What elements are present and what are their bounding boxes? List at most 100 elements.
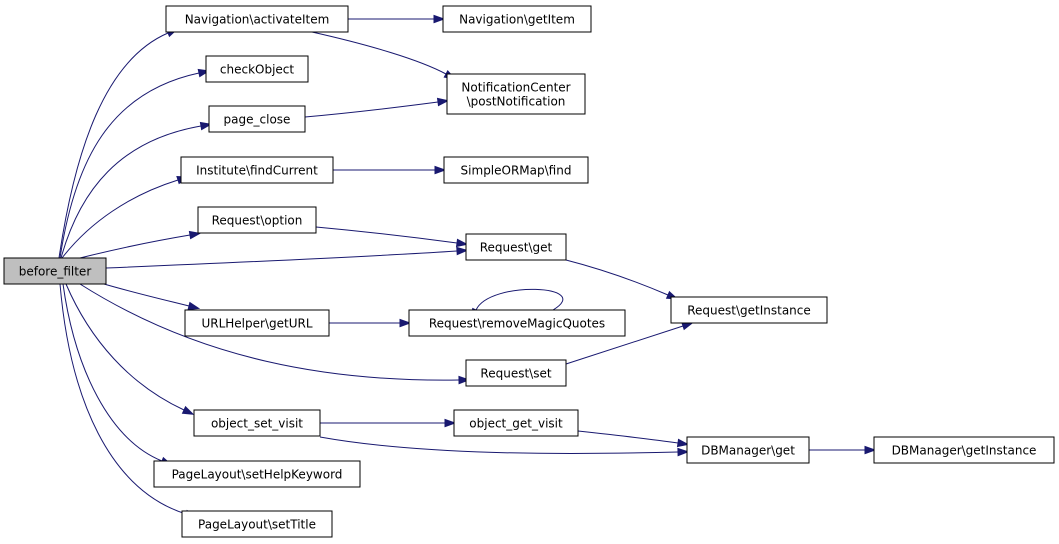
node-before-filter[interactable]: before_filter [3,257,107,285]
node-db-getinstance[interactable]: DBManager\getInstance [873,436,1055,464]
node-label: PageLayout\setHelpKeyword [172,468,343,482]
edge-line [315,226,458,244]
node-label: URLHelper\getURL [201,317,312,331]
node-label: DBManager\get [701,444,795,458]
edge-nav_activate-to-nav_getitem [348,14,446,24]
node-url-geturl[interactable]: URLHelper\getURL [184,309,330,337]
node-orm-find[interactable]: SimpleORMap\find [443,156,589,184]
node-req-set[interactable]: Request\set [465,359,567,387]
edge-before_filter-to-req_set [79,283,471,385]
edge-arrowhead [199,121,213,131]
node-label: Request\getInstance [687,304,811,318]
edge-inst_findcurrent-to-orm_find [333,165,447,175]
node-check-object[interactable]: checkObject [205,55,309,83]
node-box [208,105,306,133]
node-box [873,436,1055,464]
edge-obj_set_visit-to-obj_get_visit [320,418,457,428]
edge-arrowhead [399,318,412,328]
node-db-get[interactable]: DBManager\get [686,436,810,464]
node-box [670,296,828,324]
node-obj-get-visit[interactable]: object_get_visit [453,409,579,437]
node-inst-findcurrent[interactable]: Institute\findCurrent [180,156,334,184]
node-page-close[interactable]: page_close [208,105,306,133]
edge-arrowhead [458,375,471,385]
node-label: NotificationCenter [461,81,570,95]
node-label: Navigation\activateItem [185,13,330,27]
edge-before_filter-to-obj_set_visit [65,283,195,415]
node-box [153,460,361,488]
node-notif-center[interactable]: NotificationCenter\postNotification [446,73,586,115]
node-box [165,5,349,33]
node-req-get[interactable]: Request\get [465,233,567,261]
edge-arrowhead [864,445,877,455]
edge-arrowhead [676,438,690,448]
node-label: Request\option [212,214,303,228]
edge-arrowhead [187,301,201,311]
edge-before_filter-to-url_geturl [103,283,201,311]
edge-line [65,283,185,411]
node-box [443,156,589,184]
edge-before_filter-to-inst_findcurrent [61,176,189,259]
edge-line [565,325,684,365]
edge-line [60,125,202,259]
edge-req_set-to-req_getinstance [565,322,694,365]
node-label: Request\removeMagicQuotes [429,317,605,331]
edge-obj_set_visit-to-db_get [319,436,690,457]
node-label: \postNotification [467,95,566,109]
node-req-option[interactable]: Request\option [197,206,317,234]
edge-arrowhead [433,14,446,24]
edge-line [58,32,169,259]
edge-db_get-to-db_getinstance [809,445,877,455]
edge-line [79,234,191,259]
edge-url_geturl-to-req_removemagic [329,318,412,328]
edge-arrowhead [681,322,694,331]
node-box [181,510,333,538]
edge-arrowhead [181,405,195,415]
node-label: Request\set [480,367,551,381]
node-box [446,73,586,115]
edge-line [59,283,187,515]
nodes-layer: before_filter Navigation\activateItem Navi… [3,5,1055,538]
node-req-getinstance[interactable]: Request\getInstance [670,296,828,324]
node-pl-helpkeyword[interactable]: PageLayout\setHelpKeyword [153,460,361,488]
edge-line [577,430,679,444]
node-box [193,409,321,437]
edge-line [103,283,190,307]
node-box [184,309,330,337]
node-box [180,156,334,184]
edge-arrowhead [444,418,457,428]
edge-arrowhead [434,165,447,175]
node-label: DBManager\getInstance [892,444,1037,458]
edge-before_filter-to-req_option [79,230,202,259]
edge-arrowhead [677,447,690,457]
node-label: object_get_visit [469,417,563,431]
edge-line [59,72,200,259]
node-req-removemagic[interactable]: Request\removeMagicQuotes [408,309,626,337]
edge-obj_get_visit-to-db_get [577,430,690,448]
node-label: page_close [224,113,291,127]
node-label: checkObject [220,63,295,77]
node-nav-getitem[interactable]: Navigation\getItem [442,5,592,33]
node-box [686,436,810,464]
edge-req_option-to-req_get [315,226,469,248]
node-box [408,309,626,337]
node-label: Navigation\getItem [459,13,575,27]
edge-nav_activate-to-notif_center [311,31,457,80]
edge-arrowhead [436,97,450,107]
edge-line [319,436,679,454]
edge-page_close-to-notif_center [304,97,450,118]
node-label: PageLayout\setTitle [198,518,316,532]
edge-line [79,283,460,381]
node-obj-set-visit[interactable]: object_set_visit [193,409,321,437]
edge-line [311,31,447,75]
edge-line [61,179,179,259]
node-box [197,206,317,234]
node-pl-settitle[interactable]: PageLayout\setTitle [181,510,333,538]
node-label: before_filter [19,265,92,279]
node-label: Institute\findCurrent [196,164,318,178]
edge-line [565,259,669,296]
node-nav-activate[interactable]: Navigation\activateItem [165,5,349,33]
node-box [465,233,567,261]
node-box [3,257,107,285]
